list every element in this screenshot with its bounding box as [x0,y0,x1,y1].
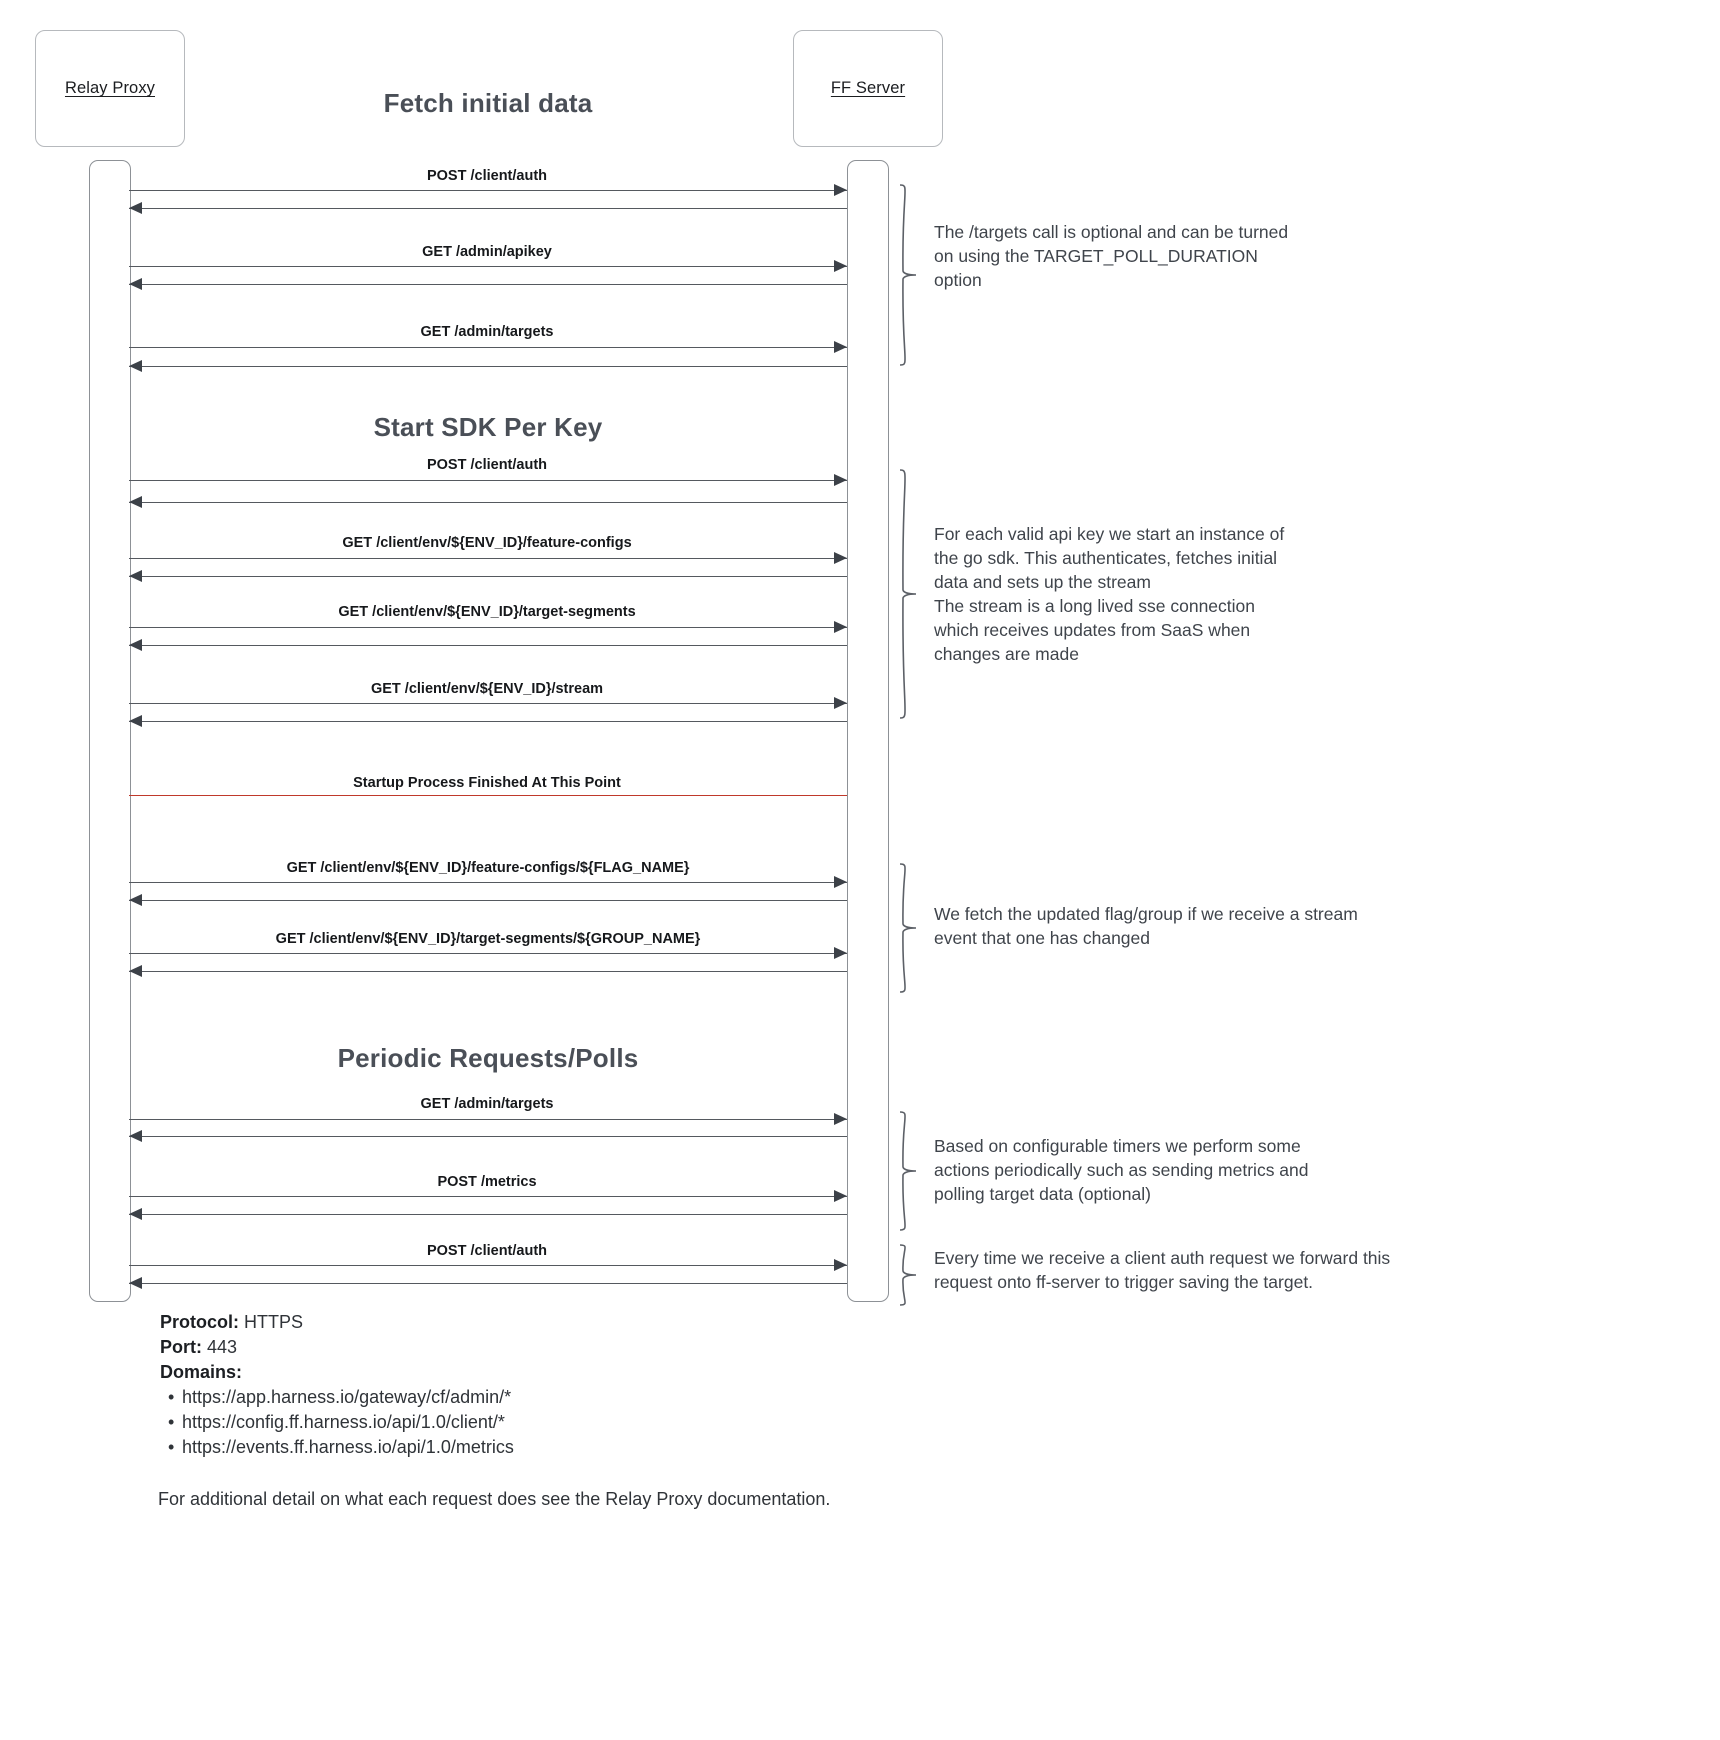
footer-domains-row: Domains: [160,1360,860,1385]
divider-label-startup-finished: Startup Process Finished At This Point [353,775,621,791]
message-arrow-request-8 [129,882,847,883]
message-arrow-request-2 [129,266,847,267]
footer-domains-key: Domains: [160,1362,243,1382]
message-arrow-request-7 [129,703,847,704]
message-arrowhead-response-11 [129,1207,142,1220]
message-arrow-request-12 [129,1265,847,1266]
message-label-post-client-auth-3: POST /client/auth [426,1243,548,1259]
message-arrowhead-response-4 [129,495,142,508]
message-arrowhead-request-2 [834,259,847,272]
footer-closing-note: For additional detail on what each reque… [158,1489,831,1509]
message-label-get-stream: GET /client/env/${ENV_ID}/stream [370,681,604,697]
list-item: https://config.ff.harness.io/api/1.0/cli… [182,1410,860,1435]
message-arrow-response-8 [129,900,847,901]
footer-protocol-key: Protocol: [160,1312,239,1332]
participant-box-ff-server: FF Server [793,30,943,147]
message-arrowhead-response-1 [129,201,142,214]
note-text-targets-optional: The /targets call is optional and can be… [934,222,1289,290]
message-arrowhead-response-9 [129,964,142,977]
lifeline-relay-proxy [89,160,131,1302]
message-arrow-response-5 [129,576,847,577]
footer-port-key: Port: [160,1337,202,1357]
message-arrow-response-4 [129,502,847,503]
participant-label-relay-proxy: Relay Proxy [64,79,156,97]
lifeline-ff-server [847,160,889,1302]
footer-domain-list: https://app.harness.io/gateway/cf/admin/… [160,1385,860,1460]
message-arrow-request-11 [129,1196,847,1197]
note-text-client-auth-forward: Every time we receive a client auth requ… [934,1248,1391,1292]
message-arrow-request-6 [129,627,847,628]
message-label-get-feature-config-by-flag: GET /client/env/${ENV_ID}/feature-config… [286,860,690,876]
brace-note-3 [898,862,920,994]
message-arrowhead-request-1 [834,183,847,196]
message-arrow-response-2 [129,284,847,285]
footer-protocol-value: HTTPS [244,1312,304,1332]
note-text-sdk-per-key: For each valid api key we start an insta… [934,524,1285,664]
message-arrowhead-request-11 [834,1189,847,1202]
message-arrow-response-12 [129,1283,847,1284]
message-arrowhead-response-5 [129,569,142,582]
note-text-stream-event-fetch: We fetch the updated flag/group if we re… [934,904,1358,948]
footer-port-row: Port: 443 [160,1335,860,1360]
message-arrow-response-11 [129,1214,847,1215]
brace-note-1 [898,183,920,367]
message-arrowhead-response-2 [129,277,142,290]
footer-protocol-row: Protocol: HTTPS [160,1310,860,1335]
message-arrow-response-1 [129,208,847,209]
brace-note-4 [898,1110,920,1232]
message-arrowhead-request-7 [834,696,847,709]
participant-box-relay-proxy: Relay Proxy [35,30,185,147]
message-label-get-admin-targets-1: GET /admin/targets [420,324,554,340]
message-arrowhead-request-5 [834,551,847,564]
section-title-start-sdk-per-key: Start SDK Per Key [373,412,603,442]
message-arrowhead-request-9 [834,946,847,959]
message-arrow-request-9 [129,953,847,954]
message-arrowhead-response-7 [129,714,142,727]
list-item: https://events.ff.harness.io/api/1.0/met… [182,1435,860,1460]
message-arrowhead-response-12 [129,1276,142,1289]
message-arrow-response-3 [129,366,847,367]
message-label-post-client-auth-1: POST /client/auth [426,168,548,184]
brace-note-2 [898,468,920,720]
message-arrow-response-6 [129,645,847,646]
message-label-get-feature-configs: GET /client/env/${ENV_ID}/feature-config… [342,535,632,551]
message-arrow-request-3 [129,347,847,348]
message-arrowhead-request-4 [834,473,847,486]
participant-label-ff-server: FF Server [830,79,906,97]
message-label-get-target-segment-by-group: GET /client/env/${ENV_ID}/target-segment… [275,931,701,947]
message-arrow-request-1 [129,190,847,191]
section-title-fetch-initial-data: Fetch initial data [383,88,593,118]
message-arrow-request-4 [129,480,847,481]
message-label-get-admin-targets-2: GET /admin/targets [420,1096,554,1112]
message-label-get-target-segments: GET /client/env/${ENV_ID}/target-segment… [338,604,636,620]
message-label-post-metrics: POST /metrics [437,1174,537,1190]
message-arrow-request-10 [129,1119,847,1120]
message-arrowhead-request-12 [834,1258,847,1271]
message-arrowhead-response-6 [129,638,142,651]
message-arrow-request-5 [129,558,847,559]
message-arrowhead-request-3 [834,340,847,353]
message-arrow-response-7 [129,721,847,722]
message-arrowhead-request-10 [834,1112,847,1125]
footer-details: Protocol: HTTPS Port: 443 Domains: https… [160,1310,860,1460]
message-arrow-response-10 [129,1136,847,1137]
message-arrowhead-response-10 [129,1129,142,1142]
message-arrowhead-response-3 [129,359,142,372]
divider-line-startup-finished [129,795,847,796]
message-arrow-response-9 [129,971,847,972]
message-label-post-client-auth-2: POST /client/auth [426,457,548,473]
message-label-get-admin-apikey: GET /admin/apikey [422,244,552,260]
brace-note-5 [898,1243,920,1307]
message-arrowhead-response-8 [129,893,142,906]
footer-port-value: 443 [207,1337,238,1357]
note-text-configurable-timers: Based on configurable timers we perform … [934,1136,1309,1204]
message-arrowhead-request-6 [834,620,847,633]
message-arrowhead-request-8 [834,875,847,888]
section-title-periodic-requests: Periodic Requests/Polls [337,1043,639,1073]
list-item: https://app.harness.io/gateway/cf/admin/… [182,1385,860,1410]
